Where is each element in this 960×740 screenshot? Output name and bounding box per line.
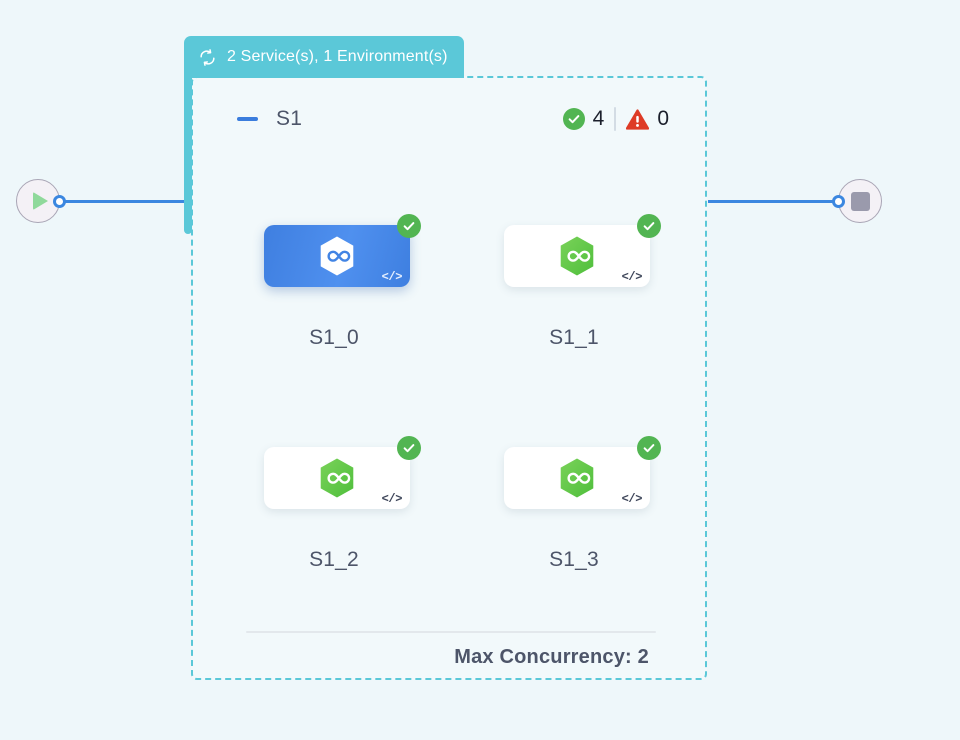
edge-start-to-group[interactable] <box>60 200 188 203</box>
node-status-badge-check-icon <box>397 214 421 238</box>
edge-group-to-end[interactable] <box>708 200 836 203</box>
status-success: 4 <box>562 107 605 131</box>
node-card-s1-1[interactable]: </> <box>504 214 661 287</box>
status-error: 0 <box>626 107 669 131</box>
footer-divider <box>246 631 656 633</box>
collapse-toggle-icon[interactable] <box>237 117 258 121</box>
node-label-s1-0: S1_0 <box>309 326 359 349</box>
max-concurrency-label: Max Concurrency: 2 <box>454 646 649 668</box>
hexagon-infinity-icon <box>554 233 600 279</box>
warning-triangle-icon <box>626 108 650 130</box>
code-icon[interactable]: </> <box>621 492 643 506</box>
loop-icon <box>198 48 217 67</box>
node-status-badge-check-icon <box>637 214 661 238</box>
node-card-s1-2[interactable]: </> <box>264 436 421 509</box>
status-error-count: 0 <box>657 107 669 130</box>
start-node[interactable] <box>16 179 60 223</box>
code-icon[interactable]: </> <box>621 270 643 284</box>
node-status-badge-check-icon <box>397 436 421 460</box>
hexagon-infinity-icon <box>554 455 600 501</box>
node-status-badge-check-icon <box>637 436 661 460</box>
node-card-s1-0[interactable]: </> <box>264 214 421 287</box>
status-success-count: 4 <box>592 107 605 130</box>
hexagon-infinity-icon <box>314 233 360 279</box>
group-header[interactable]: 2 Service(s), 1 Environment(s) <box>184 36 464 78</box>
group-header-label: 2 Service(s), 1 Environment(s) <box>227 48 448 65</box>
check-circle-icon <box>562 108 585 130</box>
group-name: S1 <box>276 107 303 130</box>
group-topbar: S1 4 <box>193 102 705 136</box>
hexagon-infinity-icon <box>314 455 360 501</box>
code-icon[interactable]: </> <box>381 492 403 506</box>
code-icon[interactable]: </> <box>381 270 403 284</box>
start-node-output-handle[interactable] <box>53 195 66 208</box>
node-label-s1-2: S1_2 <box>309 548 359 571</box>
play-icon <box>33 192 48 210</box>
group-left-spine <box>184 72 192 234</box>
node-label-s1-3: S1_3 <box>549 548 599 571</box>
group-status-cluster: 4 0 <box>562 107 669 131</box>
group-body[interactable]: S1 4 <box>191 76 707 680</box>
node-label-s1-1: S1_1 <box>549 326 599 349</box>
end-node-input-handle[interactable] <box>832 195 845 208</box>
stop-icon <box>850 191 870 211</box>
status-separator <box>614 107 617 131</box>
node-card-s1-3[interactable]: </> <box>504 436 661 509</box>
